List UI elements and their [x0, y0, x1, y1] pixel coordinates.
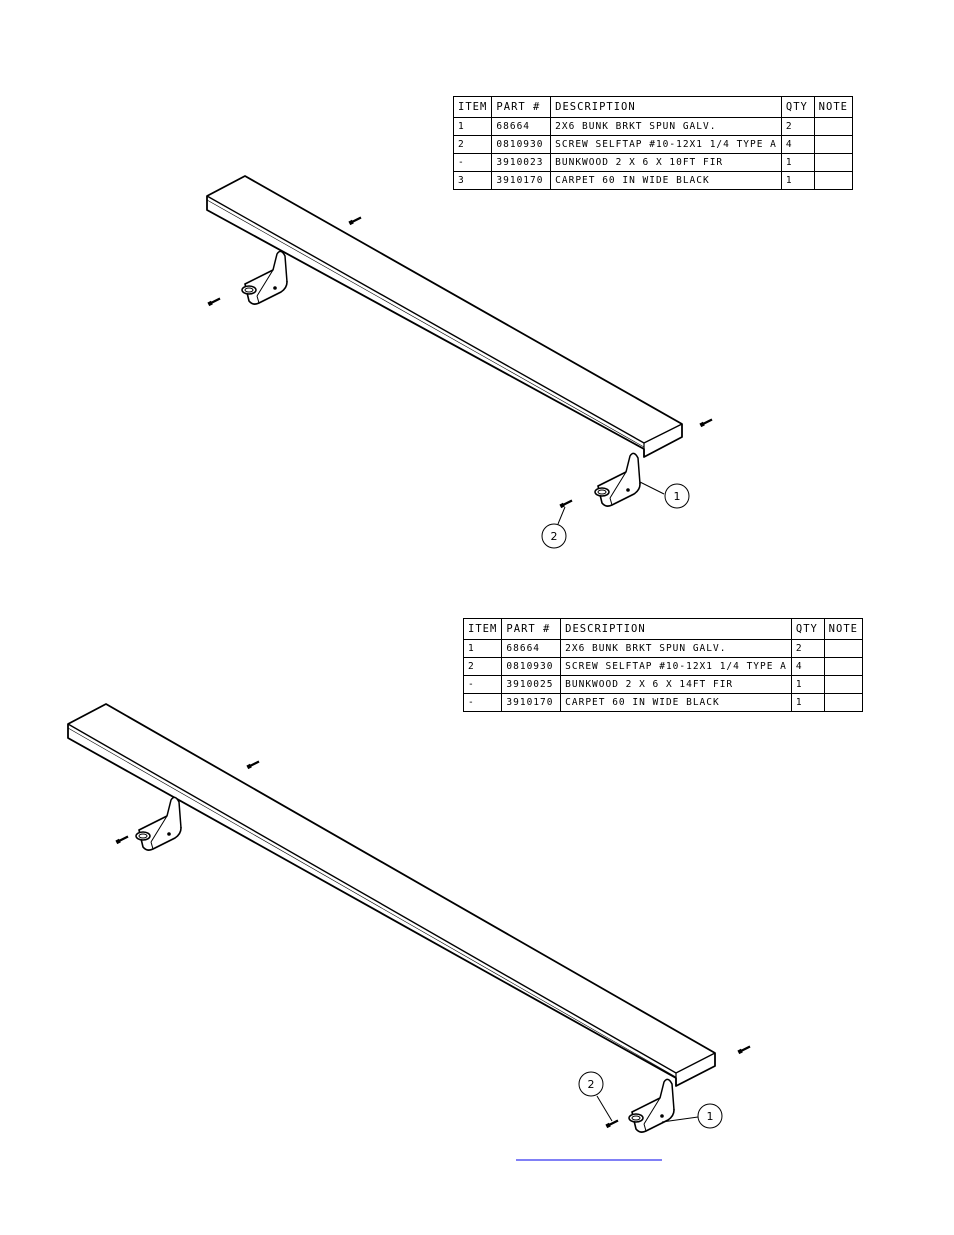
screw-item-2: [347, 216, 363, 227]
balloon-label: 2: [588, 1078, 595, 1091]
cell-part: 3910170: [491, 171, 552, 190]
screw-item-2: [206, 297, 222, 308]
col-note-header: NOTE: [813, 96, 854, 118]
screw-item-2: [245, 760, 261, 771]
balloon-label: 1: [707, 1110, 714, 1123]
bom-table-14ft: ITEM PART # DESCRIPTION QTY NOTE 1 68664…: [462, 618, 864, 712]
cell-part: 3910170: [501, 693, 562, 712]
cell-description: CARPET 60 IN WIDE BLACK: [560, 693, 792, 712]
cell-note: [813, 171, 854, 190]
balloon-label: 2: [551, 530, 558, 543]
balloon-item-2: [578, 1071, 604, 1097]
col-part-header: PART #: [491, 96, 552, 118]
screw-item-2: [736, 1045, 752, 1056]
cell-item: 3: [452, 171, 493, 190]
bunk-board-10ft: [206, 175, 683, 458]
assembly-14ft: 1 2: [67, 703, 752, 1133]
bracket-item-1: [628, 1078, 675, 1133]
assembly-10ft: 1 2: [206, 175, 714, 549]
cell-item: 1: [462, 639, 503, 658]
balloon-label: 1: [674, 490, 681, 503]
bom-table-10ft: ITEM PART # DESCRIPTION QTY NOTE 1 68664…: [452, 96, 854, 190]
bracket-item-1: [135, 796, 182, 851]
col-part-header: PART #: [501, 618, 562, 640]
screw-item-2: [698, 418, 714, 429]
balloon-item-1: [697, 1103, 723, 1129]
bracket-item-1: [594, 452, 641, 507]
balloon-item-2: [541, 523, 567, 549]
screw-item-2: [114, 835, 130, 846]
table-row: 1 68664 2X6 BUNK BRKT SPUN GALV. 2: [462, 639, 864, 658]
cell-item: -: [462, 693, 503, 712]
balloon-item-1: [664, 483, 690, 509]
screw-item-2: [604, 1119, 620, 1130]
table-row: 3 3910170 CARPET 60 IN WIDE BLACK 1: [452, 171, 854, 190]
cell-note: [823, 693, 864, 712]
table-row: 2 0810930 SCREW SELFTAP #10-12X1 1/4 TYP…: [452, 135, 854, 154]
bunk-board-14ft: [67, 703, 716, 1087]
bracket-item-1: [241, 250, 288, 305]
screw-item-2: [558, 499, 574, 510]
bom-header-row: ITEM PART # DESCRIPTION QTY NOTE: [452, 96, 854, 118]
bom-header-row: ITEM PART # DESCRIPTION QTY NOTE: [462, 618, 864, 640]
table-row: - 3910170 CARPET 60 IN WIDE BLACK 1: [462, 693, 864, 712]
cell-description: CARPET 60 IN WIDE BLACK: [550, 171, 782, 190]
